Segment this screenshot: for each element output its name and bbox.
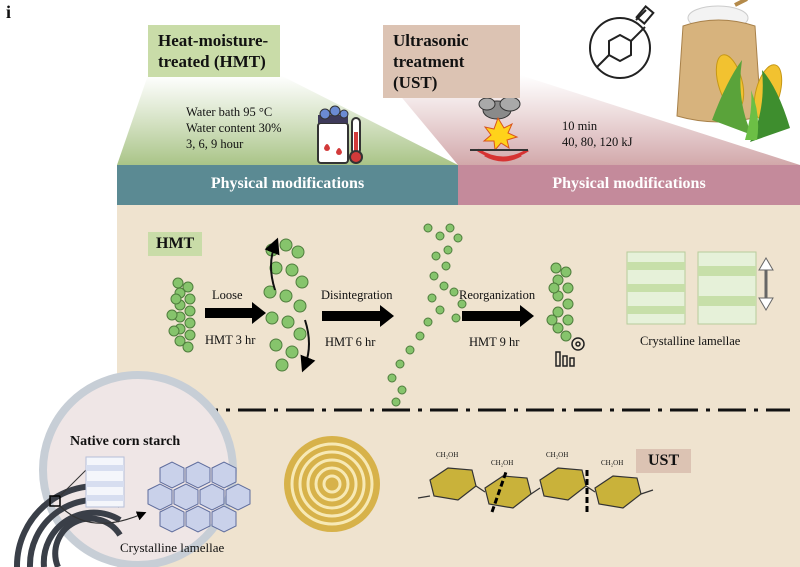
glucose-chain <box>417 467 654 513</box>
double-arrow-icon <box>758 257 774 311</box>
glucose-label-1: CH₂OH <box>436 451 459 459</box>
hmt-condition-1: Water bath 95 °C <box>186 105 273 119</box>
arrow-disintegration-head <box>380 305 394 327</box>
step-1-above: Loose <box>212 288 243 302</box>
native-title: Native corn starch <box>70 434 181 449</box>
glucose-label-2: CH₂OH <box>491 459 514 467</box>
step-3-below: HMT 9 hr <box>469 335 520 349</box>
ust-tag-line2: treatment (UST) <box>393 52 465 92</box>
arrow-reorganization-head <box>520 305 534 327</box>
glucose-label-3: CH₂OH <box>546 451 569 459</box>
ultrasonic-icon <box>470 96 529 162</box>
helix-native <box>166 277 196 353</box>
lamellae-box-1 <box>626 251 686 325</box>
step-2-above: Disintegration <box>321 288 393 302</box>
ust-band-label: Physical modifications <box>552 175 706 192</box>
crystalline-lamellae-left: Crystalline lamellae <box>120 540 225 555</box>
hmt-band <box>117 165 458 205</box>
hmt-section-label: HMT <box>148 232 203 256</box>
hmt-band-label: Physical modifications <box>210 175 365 192</box>
crystalline-lamellae-right: Crystalline lamellae <box>640 334 741 348</box>
hmt-tag: Heat-moisture- treated (HMT) <box>148 25 280 77</box>
helix-loose <box>263 238 309 372</box>
hmt-tag-line1: Heat-moisture- <box>158 31 269 50</box>
hmt-tag-line2: treated (HMT) <box>158 52 266 71</box>
helix-reorganized <box>546 262 574 342</box>
molecule-icon <box>589 5 655 79</box>
hmt-condition-3: 3, 6, 9 hour <box>186 137 244 151</box>
hmt-condition-2: Water content 30% <box>186 121 282 135</box>
lamellae-box-2 <box>697 251 757 325</box>
corn-icon <box>712 54 790 142</box>
ust-condition-2: 40, 80, 120 kJ <box>562 135 633 149</box>
gear-icon <box>571 337 585 351</box>
ust-condition-1: 10 min <box>562 119 598 133</box>
native-starch-circle <box>13 371 251 567</box>
expansion-arrow-down <box>300 319 316 373</box>
hmt-fan <box>117 75 458 165</box>
ust-tag: Ultrasonic treatment (UST) <box>383 25 520 98</box>
expansion-arrow-up <box>264 237 280 291</box>
ust-band <box>458 165 800 205</box>
figure-letter: i <box>6 2 12 22</box>
water-bath-icon <box>317 105 363 164</box>
step-2-below: HMT 6 hr <box>325 335 376 349</box>
ust-section-label: UST <box>636 449 692 473</box>
step-3-above: Reorganization <box>459 288 536 302</box>
ust-conditions: 10 min 40, 80, 120 kJ <box>562 118 633 150</box>
step-1-below: HMT 3 hr <box>205 333 256 347</box>
starch-granule <box>284 436 380 532</box>
hmt-conditions: Water bath 95 °C Water content 30% 3, 6,… <box>186 104 281 152</box>
glucose-label-4: CH₂OH <box>601 459 624 467</box>
bar-chart-icon <box>555 351 575 367</box>
arrow-loose-head <box>252 302 266 324</box>
helix-disintegrated <box>387 223 467 407</box>
ust-tag-line1: Ultrasonic <box>393 31 469 50</box>
